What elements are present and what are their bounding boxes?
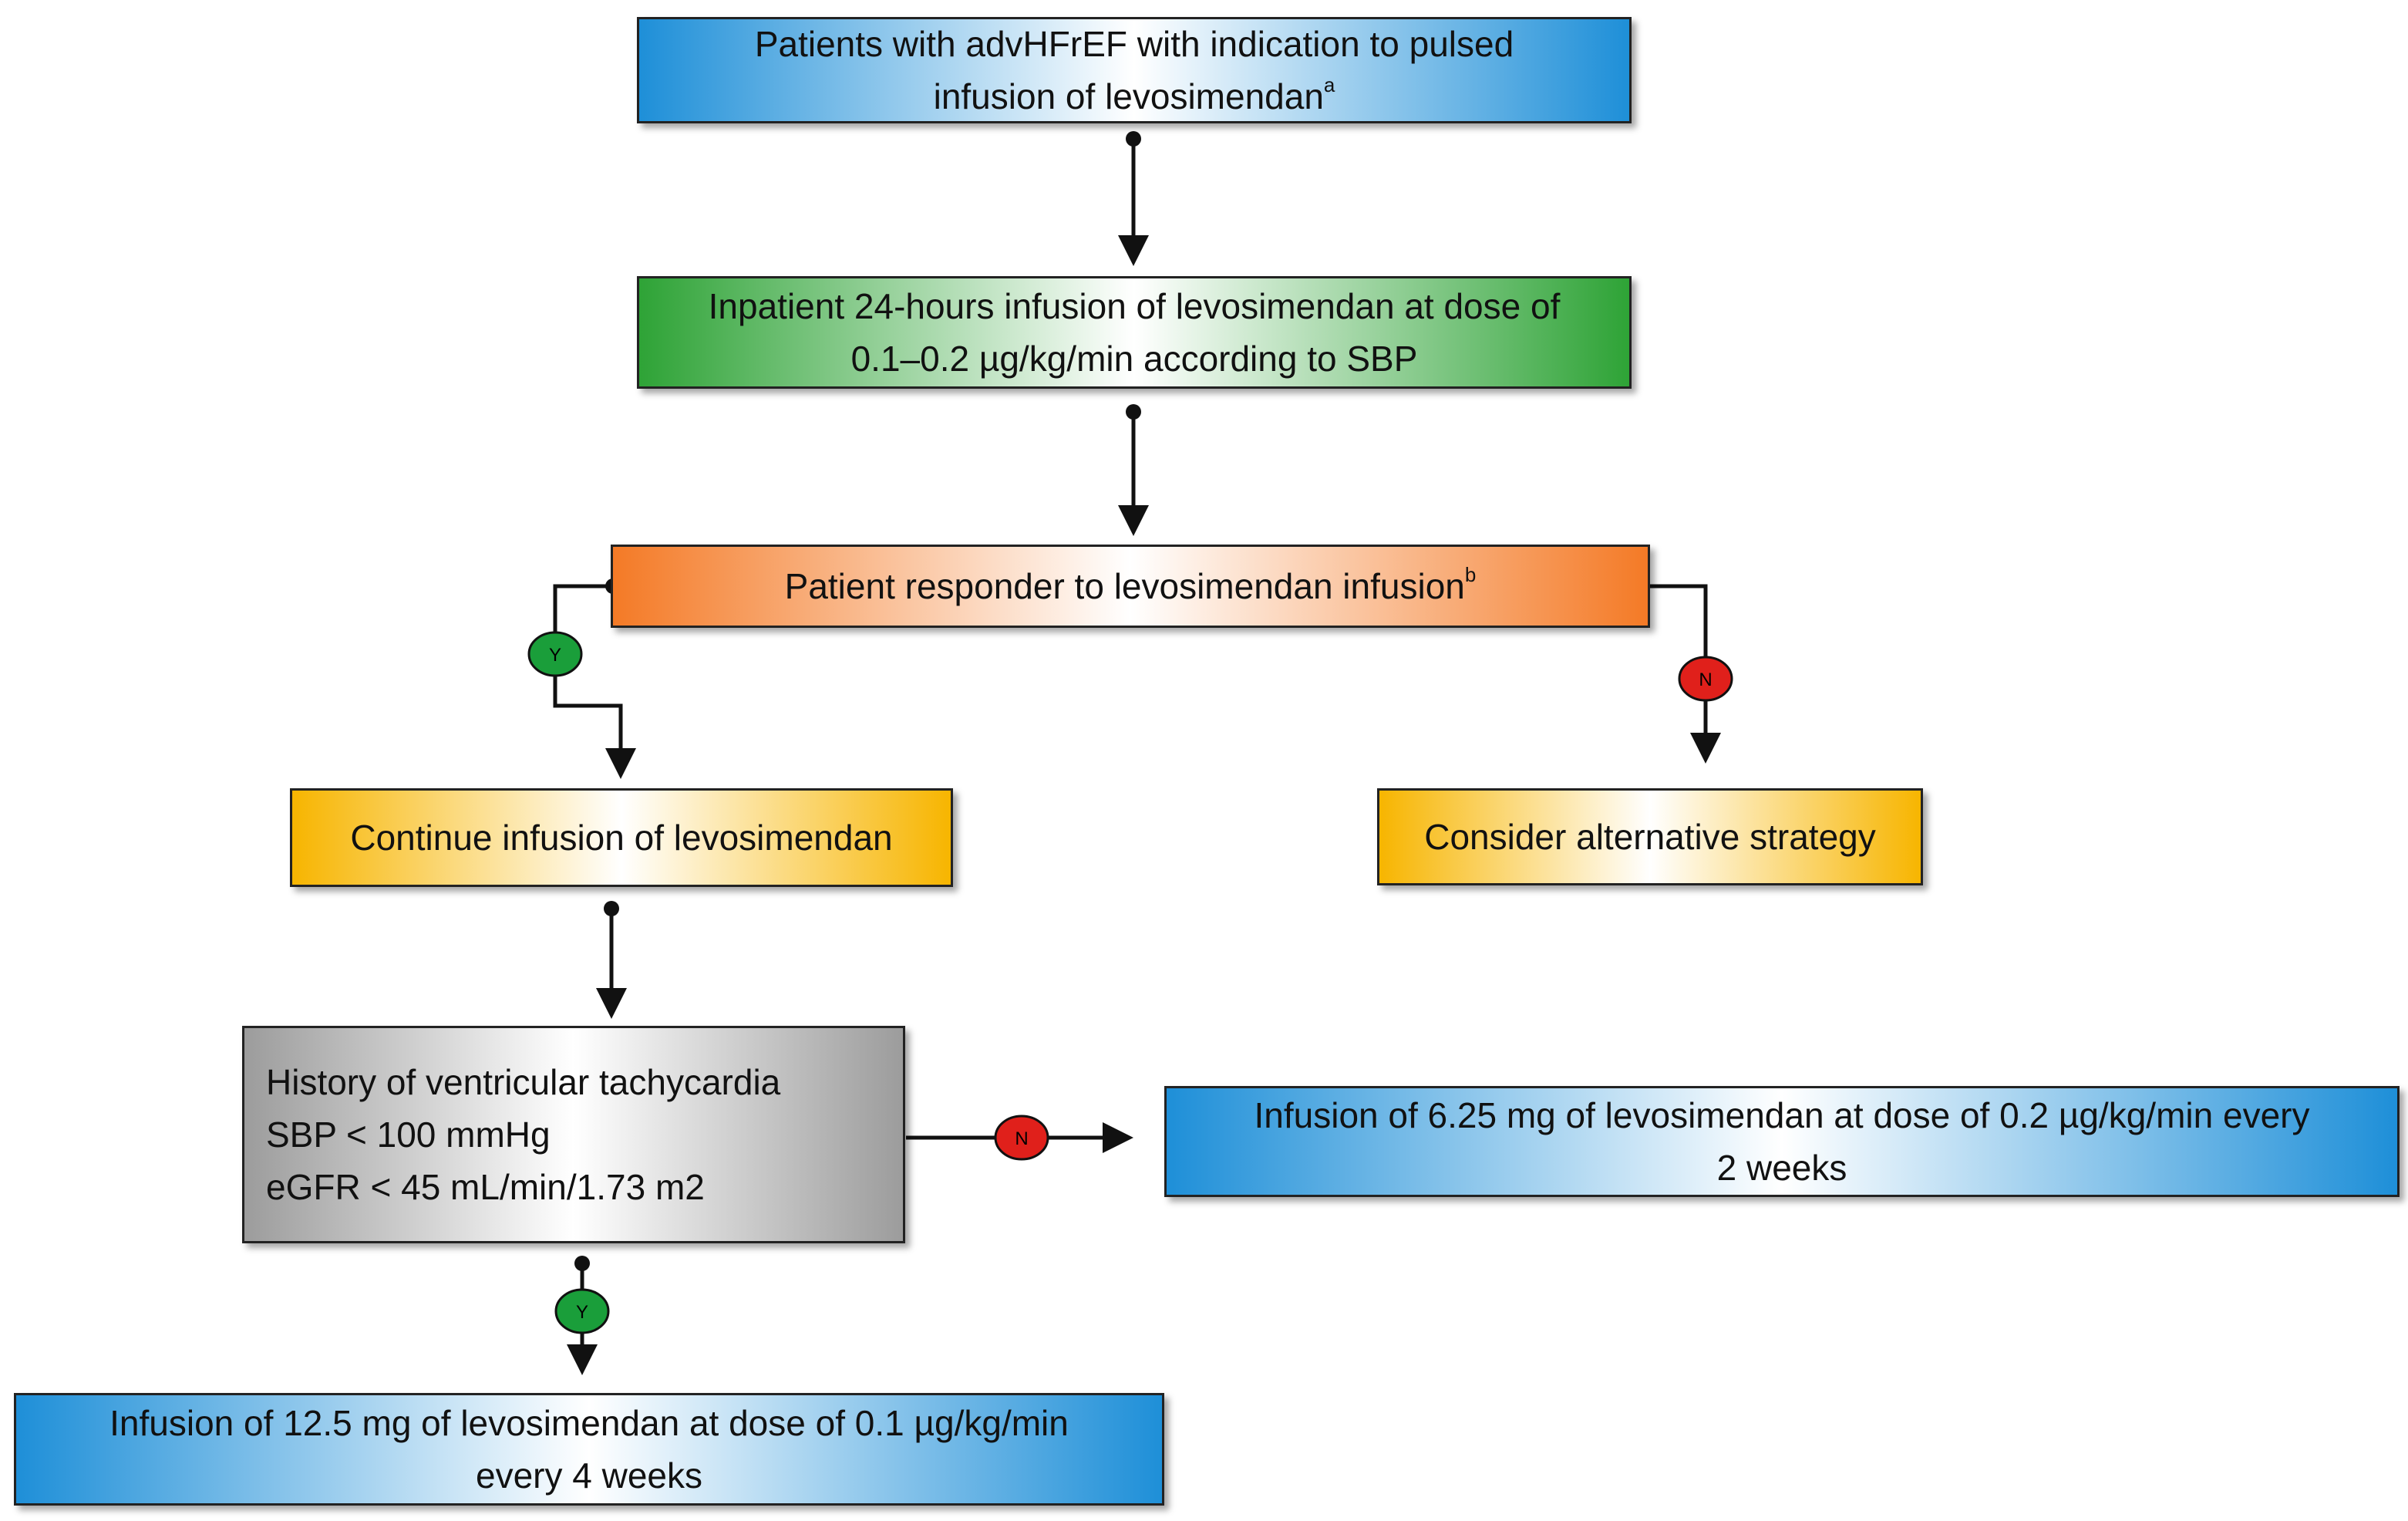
dose-high-line2: every 4 weeks	[475, 1455, 702, 1496]
dose-high-line1: Infusion of 12.5 mg of levosimendan at d…	[109, 1403, 1069, 1443]
badge-no-responder: N	[1678, 656, 1733, 702]
dose-low-line2: 2 weeks	[1716, 1148, 1847, 1188]
inpatient-infusion-node: Inpatient 24-hours infusion of levosimen…	[637, 276, 1632, 389]
continue-line1: Continue infusion of levosimendan	[350, 818, 893, 858]
arrow-responder-to-continue	[553, 584, 636, 779]
badge-no-criteria: N	[994, 1115, 1049, 1161]
dose-high-node: Infusion of 12.5 mg of levosimendan at d…	[14, 1393, 1164, 1506]
criteria-line1: History of ventricular tachycardia	[266, 1062, 781, 1102]
alternative-line1: Consider alternative strategy	[1424, 817, 1876, 857]
badge-yes-criteria: Y	[554, 1288, 610, 1334]
arrow-responder-to-alternative	[1650, 584, 1721, 764]
criteria-line2: SBP < 100 mmHg	[266, 1115, 551, 1155]
badge-yes-label: Y	[576, 1302, 588, 1323]
inpatient-line2: 0.1–0.2 µg/kg/min according to SBP	[850, 339, 1418, 379]
dose-low-line1: Infusion of 6.25 mg of levosimendan at d…	[1254, 1095, 2310, 1135]
start-node: Patients with advHFrEF with indication t…	[637, 17, 1632, 123]
inpatient-line1: Inpatient 24-hours infusion of levosimen…	[708, 286, 1561, 326]
badge-no-label: N	[1699, 669, 1712, 690]
responder-line1: Patient responder to levosimendan infusi…	[784, 566, 1465, 606]
badge-no-label: N	[1015, 1128, 1028, 1149]
dose-low-node: Infusion of 6.25 mg of levosimendan at d…	[1164, 1086, 2400, 1197]
responder-decision-node: Patient responder to levosimendan infusi…	[611, 545, 1650, 628]
badge-yes-responder: Y	[527, 631, 583, 677]
footnote-b: b	[1464, 563, 1477, 586]
criteria-line3: eGFR < 45 mL/min/1.73 m2	[266, 1167, 705, 1207]
risk-criteria-node: History of ventricular tachycardia SBP <…	[242, 1026, 905, 1243]
continue-infusion-node: Continue infusion of levosimendan	[290, 788, 953, 887]
start-node-line1: Patients with advHFrEF with indication t…	[754, 24, 1514, 64]
start-node-line2: infusion of levosimendan	[933, 76, 1324, 116]
badge-yes-label: Y	[549, 645, 561, 666]
footnote-a: a	[1323, 73, 1335, 96]
alternative-strategy-node: Consider alternative strategy	[1377, 788, 1923, 885]
